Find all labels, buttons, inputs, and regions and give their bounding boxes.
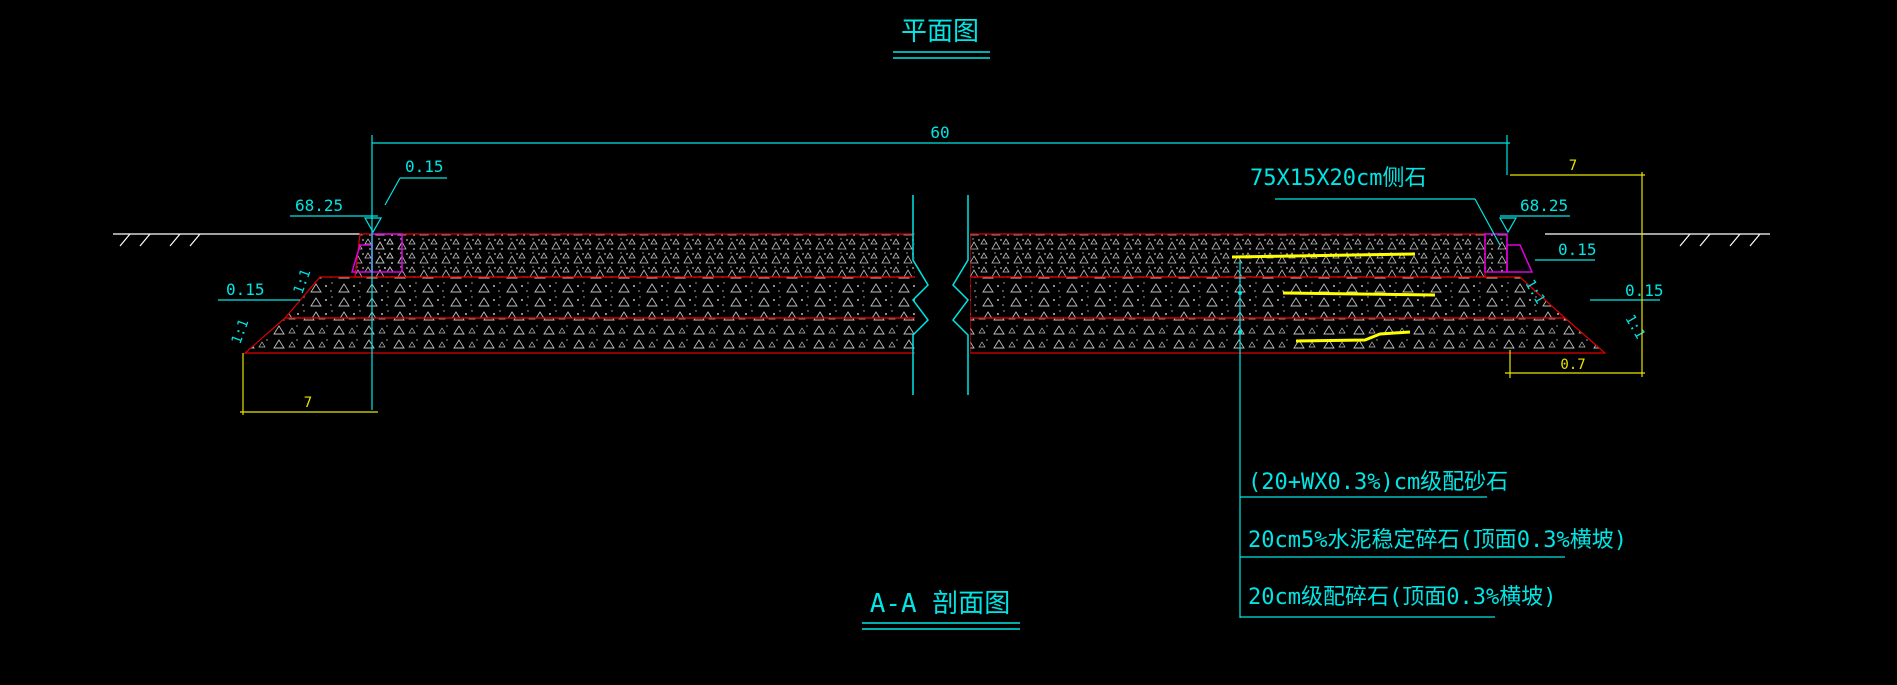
subbase-layer-right [969,317,1607,354]
base-layer-right [969,276,1567,319]
curb-stone-leader-arrow [1474,198,1501,246]
left-ground-hatch [119,233,201,247]
left-curb-offset-label: 0.15 [405,157,444,176]
right-bottom-label: 0.7 [1560,357,1585,373]
layer-callout-dot-1 [1238,291,1242,295]
layer-callout-dot-2 [1238,330,1242,334]
layer-3-callout: 20cm级配碎石(顶面0.3%横坡) [1248,585,1556,610]
pavement-left-half [243,233,931,354]
plan-title: 平面图 [893,17,990,59]
section-title-text: A-A 剖面图 [870,589,1011,619]
layer-2-callout: 20cm5%水泥稳定碎石(顶面0.3%横坡) [1248,528,1627,553]
left-shoulder-label: 7 [304,395,312,411]
highlight-stroke-3 [1295,330,1411,343]
highlight-strokes [1231,252,1436,343]
right-ground-hatch [1679,233,1761,247]
right-curb-outline [1506,244,1534,273]
right-slope-label-lower: 1:1 [1622,312,1649,342]
section-title: A-A 剖面图 [862,589,1020,630]
plan-title-text: 平面图 [901,17,979,47]
surface-layer-left [354,233,931,278]
right-elevation-label: 68.25 [1520,196,1568,215]
right-shoulder-label: 7 [1569,158,1577,174]
break-lines [912,195,969,395]
break-line-right [952,195,969,395]
highlight-stroke-2 [1282,291,1436,297]
highlight-stroke-1 [1231,252,1416,259]
layer-1-callout: (20+WX0.3%)cm级配砂石 [1248,470,1508,495]
right-curb-offset-label: 0.15 [1558,240,1597,259]
break-line-left [912,195,929,395]
subbase-layer-left [243,317,931,354]
overall-width-dimension: 60 [371,123,1510,410]
left-curb-stone [371,233,403,273]
left-elevation-marker-icon [363,217,383,234]
break-gap [915,225,970,365]
left-curb-offset-arrow [384,177,401,206]
left-elevation-label: 68.25 [295,196,343,215]
overall-width-label: 60 [930,123,949,142]
curb-stone-callout: 75X15X20cm侧石 [1250,166,1426,191]
left-slope-label-lower: 1:1 [229,317,253,346]
layer-callouts: (20+WX0.3%)cm级配砂石 20cm5%水泥稳定碎石(顶面0.3%横坡)… [1238,260,1627,618]
base-layer-left [283,276,931,319]
left-base-offset-label: 0.15 [226,280,265,299]
right-base-offset-label: 0.15 [1625,281,1664,300]
ground-lines [113,233,1770,247]
right-curb-stone [1484,233,1508,273]
right-elevation-marker-icon [1498,217,1518,234]
left-annotations: 68.25 0.15 0.15 1:1 1:1 7 [218,157,447,415]
right-annotations: 75X15X20cm侧石 68.25 0.15 1:1 0.15 1:1 7 0… [1250,158,1664,378]
